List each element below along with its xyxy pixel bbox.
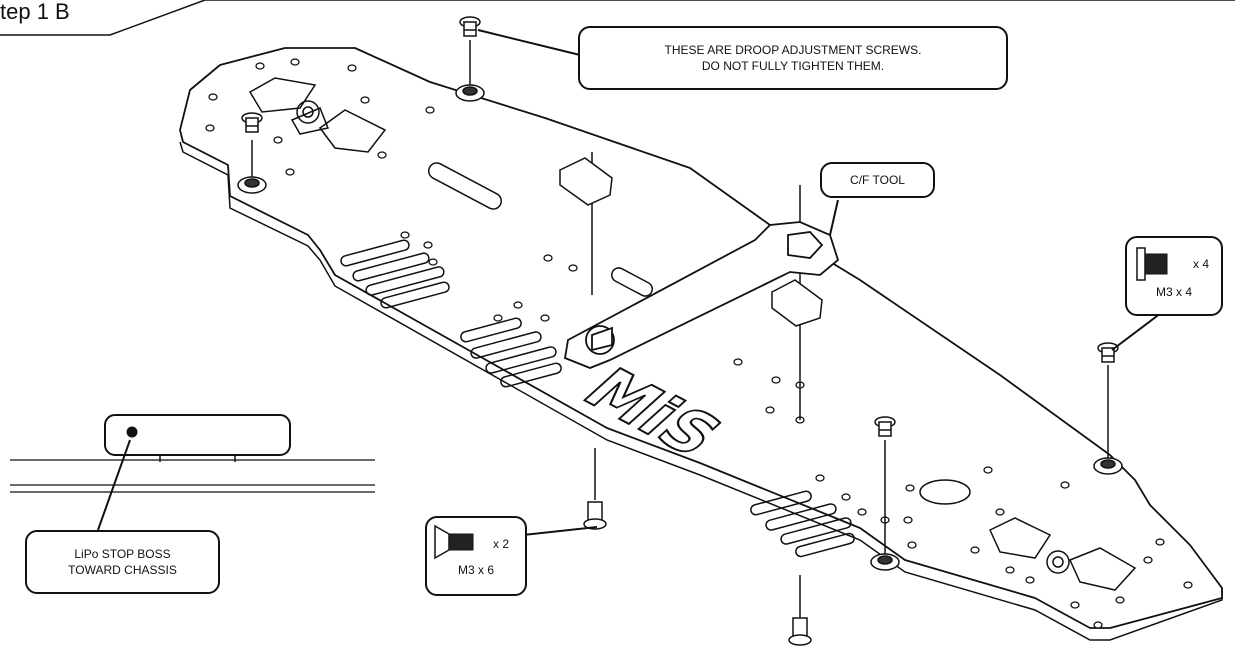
front-cutouts bbox=[248, 77, 387, 153]
part-size-m3x4: M3 x 4 bbox=[1155, 285, 1192, 299]
step-header bbox=[0, 0, 1235, 36]
chassis-holes bbox=[205, 58, 1193, 629]
part-box-m3x4: x 4 M3 x 4 bbox=[1125, 236, 1223, 316]
rear-cutouts bbox=[919, 479, 1137, 591]
chassis-slots bbox=[340, 162, 855, 558]
step-label: tep 1 B bbox=[0, 0, 70, 24]
lipo-inset bbox=[10, 414, 375, 493]
screw-droop-top bbox=[459, 16, 481, 37]
droop-screws-callout: THESE ARE DROOP ADJUSTMENT SCREWS. DO NO… bbox=[578, 26, 1008, 90]
part-qty-m3x4: x 4 bbox=[1193, 257, 1210, 271]
part-size-m3x6: M3 x 6 bbox=[457, 563, 494, 577]
screw-rear-right bbox=[1097, 342, 1119, 363]
chassis-plate bbox=[179, 47, 1223, 629]
screw-bottom-center bbox=[788, 617, 812, 646]
cf-tool bbox=[563, 221, 840, 369]
flat-screw-icon bbox=[1136, 247, 1168, 281]
lipo-callout-line2: TOWARD CHASSIS bbox=[68, 563, 177, 577]
droop-callout-line2: DO NOT FULLY TIGHTEN THEM. bbox=[701, 59, 885, 73]
screw-bottom-left bbox=[583, 501, 607, 530]
droop-callout-line1: THESE ARE DROOP ADJUSTMENT SCREWS. bbox=[664, 43, 922, 57]
part-qty-m3x6: x 2 bbox=[493, 537, 510, 551]
screw-front-left bbox=[241, 112, 263, 133]
lipo-stop-bosses bbox=[559, 157, 823, 327]
lipo-callout-line1: LiPo STOP BOSS bbox=[74, 547, 171, 561]
part-box-m3x6: x 2 M3 x 6 bbox=[425, 516, 527, 596]
cf-tool-callout-label: C/F TOOL bbox=[850, 173, 905, 187]
countersunk-screw-icon bbox=[434, 524, 474, 560]
nut-washers bbox=[237, 84, 1123, 571]
cf-tool-callout: C/F TOOL bbox=[820, 162, 935, 198]
screw-rear-mid bbox=[874, 416, 896, 437]
lipo-stop-callout: LiPo STOP BOSS TOWARD CHASSIS bbox=[25, 530, 220, 594]
screws bbox=[241, 16, 1119, 646]
